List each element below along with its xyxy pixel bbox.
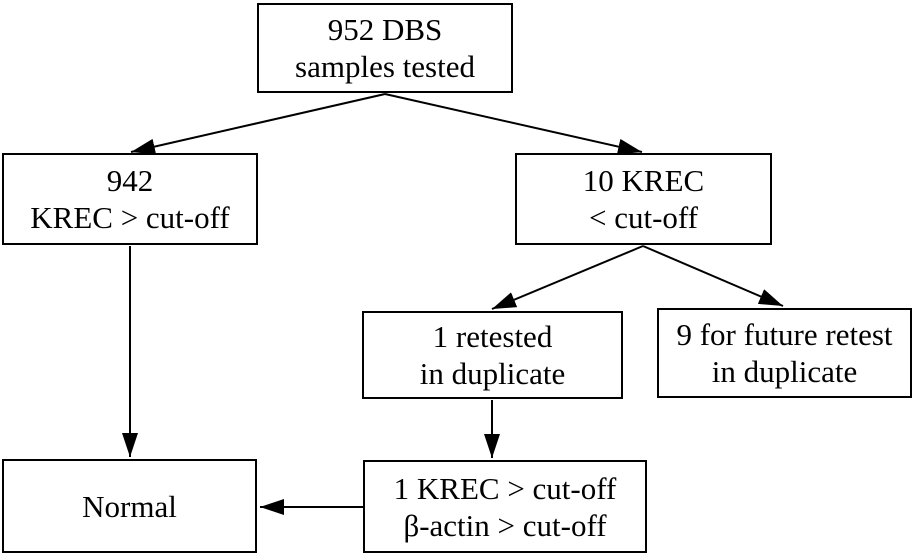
edge-krec-below-to-future-retest — [642, 245, 784, 307]
node-krec-below-cutoff-line1: 10 KREC — [582, 163, 705, 198]
node-samples-tested: 952 DBS samples tested — [257, 3, 513, 93]
node-future-retest-line2: in duplicate — [711, 354, 858, 389]
edge-samples-to-krec-below — [384, 93, 643, 155]
edge-krec-below-to-retested — [491, 245, 644, 310]
node-samples-tested-line2: samples tested — [295, 49, 475, 84]
node-retest-result-line1: 1 KREC > cut-off — [393, 470, 617, 506]
node-krec-below-cutoff: 10 KREC < cut-off — [515, 153, 772, 245]
node-retested-in-duplicate-line1: 1 retested — [432, 319, 553, 354]
node-krec-above-cutoff-line1: 942 — [106, 163, 154, 198]
node-future-retest: 9 for future retest in duplicate — [657, 308, 912, 398]
edge-samples-to-krec-above — [130, 93, 386, 155]
node-retested-in-duplicate-line2: in duplicate — [419, 356, 566, 391]
node-krec-above-cutoff: 942 KREC > cut-off — [2, 153, 258, 245]
node-retest-result-line2: β-actin > cut-off — [403, 507, 607, 543]
node-krec-above-cutoff-line2: KREC > cut-off — [30, 200, 230, 235]
node-retested-in-duplicate: 1 retested in duplicate — [362, 311, 623, 399]
node-normal-line1: Normal — [82, 488, 177, 524]
node-samples-tested-line1: 952 DBS — [327, 12, 443, 47]
node-retest-result: 1 KREC > cut-off β-actin > cut-off — [363, 460, 647, 553]
node-future-retest-line1: 9 for future retest — [676, 317, 893, 352]
node-normal: Normal — [2, 459, 257, 553]
node-krec-below-cutoff-line2: < cut-off — [588, 200, 698, 235]
